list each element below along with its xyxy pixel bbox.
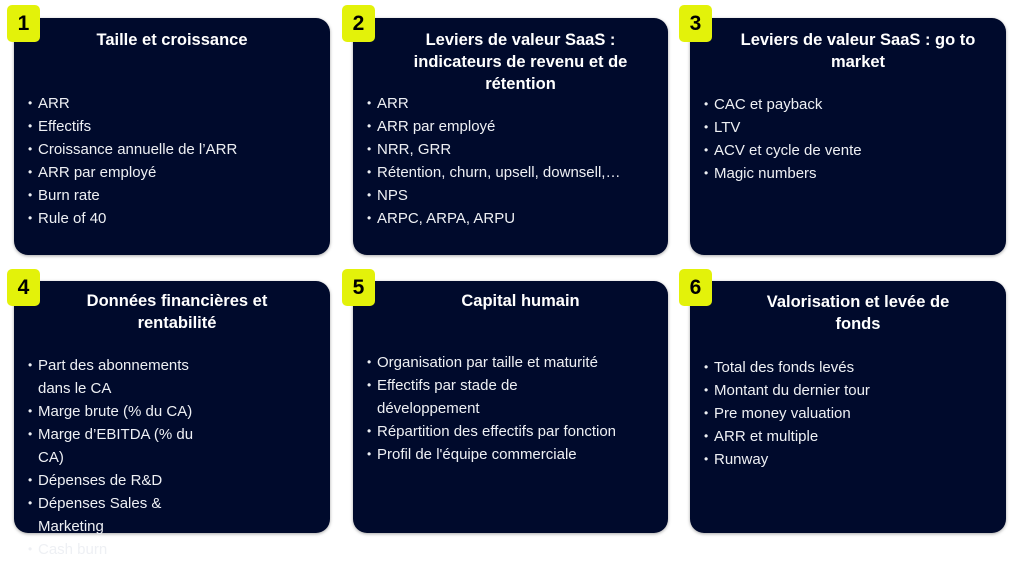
list-item: NRR, GRR	[367, 138, 660, 161]
list-item: Cash burn	[28, 538, 220, 561]
card-valorisation: Valorisation et levée de fonds Total des…	[690, 281, 1006, 533]
list-item: Dépenses Sales & Marketing	[28, 492, 220, 538]
number-badge: 2	[342, 5, 375, 42]
list-item: ARR	[367, 92, 660, 115]
card-list: ARR ARR par employé NRR, GRR Rétention, …	[367, 92, 660, 230]
list-item: Profil de l'équipe commerciale	[367, 443, 656, 466]
list-item: CAC et payback	[704, 93, 998, 116]
card-list: Organisation par taille et maturité Effe…	[367, 351, 656, 466]
list-item: ACV et cycle de vente	[704, 139, 998, 162]
card-list: Part des abonnements dans le CA Marge br…	[28, 354, 220, 561]
list-item: Effectifs	[28, 115, 322, 138]
list-item: ARR par employé	[28, 161, 322, 184]
card-leviers-revenu: Leviers de valeur SaaS : indicateurs de …	[353, 18, 668, 255]
number-badge: 5	[342, 269, 375, 306]
card-title: Leviers de valeur SaaS : indicateurs de …	[413, 31, 628, 93]
card-title: Taille et croissance	[96, 31, 248, 49]
list-item: ARPC, ARPA, ARPU	[367, 207, 660, 230]
number-badge: 6	[679, 269, 712, 306]
card-list: Total des fonds levés Montant du dernier…	[704, 356, 998, 471]
card-title: Valorisation et levée de fonds	[766, 293, 950, 333]
list-item: Marge brute (% du CA)	[28, 400, 220, 423]
list-item: Marge d’EBITDA (% du CA)	[28, 423, 220, 469]
list-item: Magic numbers	[704, 162, 998, 185]
card-donnees-financieres: Données financières et rentabilité Part …	[14, 281, 330, 561]
list-item: ARR par employé	[367, 115, 660, 138]
card-list: CAC et payback LTV ACV et cycle de vente…	[704, 93, 998, 185]
list-item: Rule of 40	[28, 207, 322, 230]
list-item: ARR	[28, 92, 322, 115]
list-item: Total des fonds levés	[704, 356, 998, 379]
list-item: Organisation par taille et maturité	[367, 351, 656, 374]
list-item: Burn rate	[28, 184, 322, 207]
card-list: ARR Effectifs Croissance annuelle de l’A…	[28, 92, 322, 230]
list-item: Répartition des effectifs par fonction	[367, 420, 656, 443]
card-title: Leviers de valeur SaaS : go to market	[740, 31, 976, 71]
list-item: Part des abonnements dans le CA	[28, 354, 220, 400]
card-title: Données financières et rentabilité	[86, 292, 268, 332]
card-go-to-market: Leviers de valeur SaaS : go to market CA…	[690, 18, 1006, 255]
number-badge: 1	[7, 5, 40, 42]
card-taille-croissance: Taille et croissance ARR Effectifs Crois…	[14, 18, 330, 255]
list-item: Runway	[704, 448, 998, 471]
list-item: LTV	[704, 116, 998, 139]
list-item: Montant du dernier tour	[704, 379, 998, 402]
list-item: NPS	[367, 184, 660, 207]
list-item: ARR et multiple	[704, 425, 998, 448]
number-badge: 4	[7, 269, 40, 306]
list-item: Pre money valuation	[704, 402, 998, 425]
number-badge: 3	[679, 5, 712, 42]
card-title: Capital humain	[461, 292, 580, 310]
list-item: Effectifs par stade de développement	[367, 374, 527, 420]
list-item: Rétention, churn, upsell, downsell,…	[367, 161, 660, 184]
list-item: Croissance annuelle de l’ARR	[28, 138, 322, 161]
card-capital-humain: Capital humain Organisation par taille e…	[353, 281, 668, 533]
list-item: Dépenses de R&D	[28, 469, 220, 492]
